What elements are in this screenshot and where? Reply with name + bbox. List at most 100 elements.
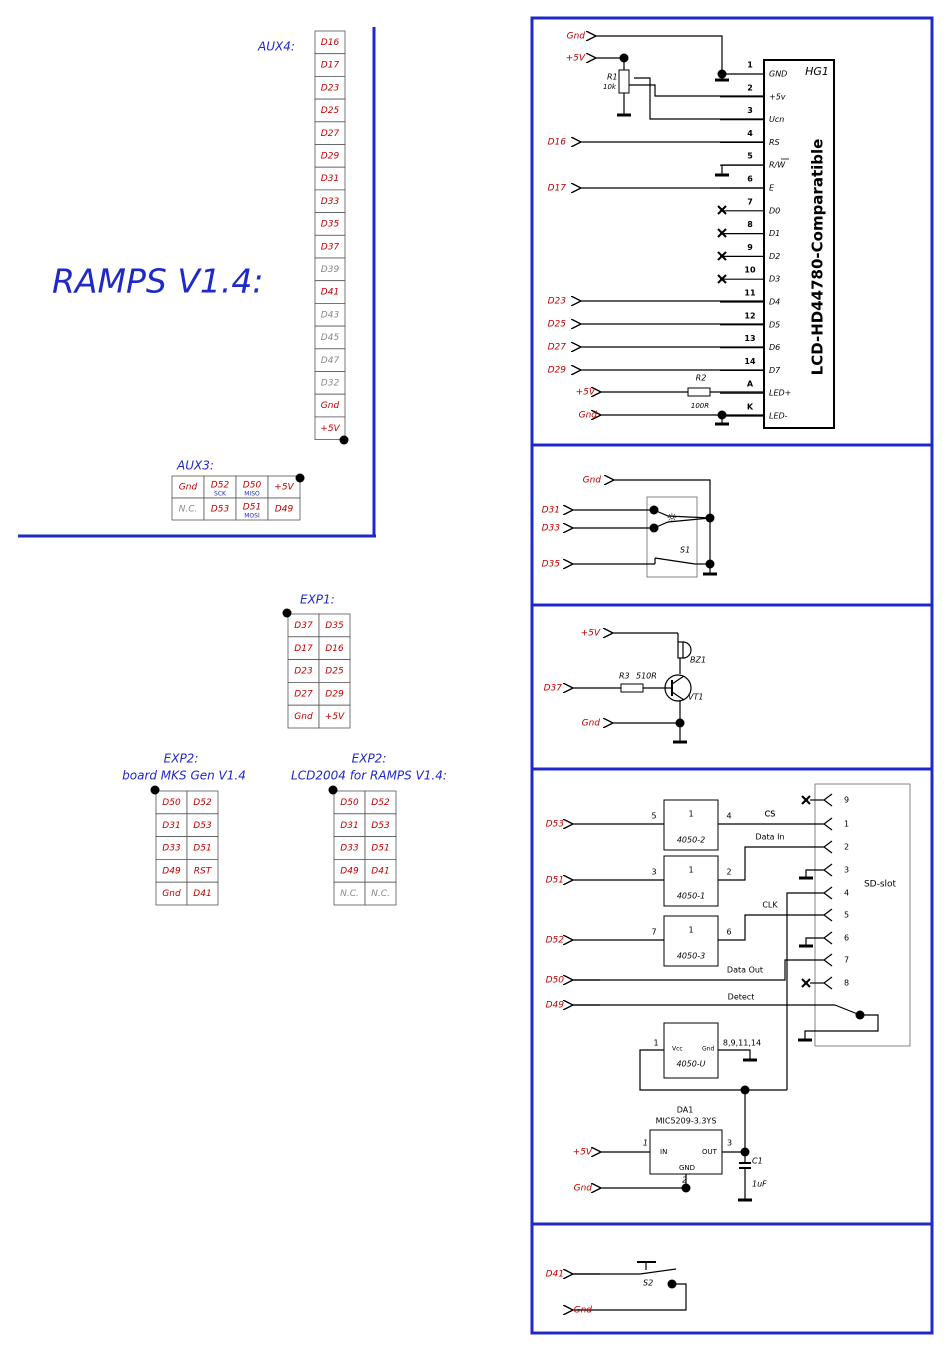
buffer-3-out-pin: 6: [726, 928, 731, 937]
exp2-mks-pin-label: D53: [193, 821, 212, 831]
sd-pin-number: 7: [844, 956, 849, 965]
lcd-pin-number: K: [747, 403, 754, 412]
exp1-pin-label: D35: [325, 621, 344, 631]
lcd-pin-function: D6: [769, 343, 780, 352]
aux3-pin-label: D49: [275, 505, 294, 515]
sd-pin-number: 3: [844, 866, 849, 875]
lcd-pin-function: Ucn: [769, 115, 784, 124]
aux4-pin1-marker: [339, 435, 349, 445]
reset-gnd-wire: [600, 1283, 687, 1311]
4050-gnd: Gnd: [702, 1046, 714, 1053]
aux3-pin-label: D53: [211, 505, 230, 515]
lcd-pin-function: R/W: [769, 161, 786, 170]
buffer-2-out-pin: 4: [726, 812, 731, 821]
buffer-2-box: [663, 799, 719, 851]
exp2-mks-pin1-marker: [150, 785, 160, 795]
no-connect-icon: [801, 978, 811, 988]
net-label: D52: [546, 936, 565, 946]
regulator-box: [649, 1129, 723, 1175]
junction-dot: [619, 53, 629, 63]
net-label: D23: [548, 297, 567, 307]
aux4-pin-label: D39: [321, 265, 340, 275]
exp1-pin-label: D23: [294, 667, 313, 677]
junction-dot: [717, 69, 727, 79]
net-label: Gnd: [574, 1306, 593, 1316]
net-label: Gnd: [583, 476, 602, 486]
net-label: D49: [546, 1001, 565, 1011]
vdd-wire: [786, 892, 824, 1090]
buffer-1-box: [663, 855, 719, 907]
lcd-pin-number: 13: [744, 334, 755, 343]
4050-vcc-pin: 1: [653, 1039, 658, 1048]
exp1-pin-label: D29: [325, 689, 344, 699]
lcd-pin-function: D5: [769, 320, 780, 329]
exp2-lcd-pin-label: D52: [371, 798, 390, 808]
buffer-2-signal: CS: [765, 810, 776, 819]
net-label: D27: [548, 343, 567, 353]
buffer-2-unit: 1: [688, 810, 693, 819]
exp2-lcd-pin-label: D50: [340, 798, 359, 808]
exp1-pin1-marker: [282, 608, 292, 618]
data-out-wire: [572, 959, 824, 981]
aux4-pin-label: D35: [321, 220, 340, 230]
buffer-1-name: 4050-1: [677, 892, 705, 901]
aux4-pin-label: D37: [321, 242, 340, 252]
data-out-signal: Data Out: [727, 966, 763, 975]
lcd-pin-number: 8: [747, 220, 753, 229]
buffer-1-signal: Data In: [755, 833, 784, 842]
net-label: D17: [548, 184, 567, 194]
net-label: +5V: [576, 388, 596, 398]
net-label: D41: [546, 1270, 564, 1280]
regulator-gnd-pin: 2: [682, 1176, 687, 1185]
lcd-pin-number: A: [747, 380, 754, 389]
wire: [721, 164, 764, 175]
aux4-pin-label: D33: [321, 197, 340, 207]
reset-wire: [572, 1268, 677, 1275]
lcd-pin-function: RS: [769, 138, 780, 147]
buffer-3-unit: 1: [688, 926, 693, 935]
aux4-pin-label: D45: [321, 333, 340, 343]
lcd-pin-number: 11: [744, 289, 756, 298]
buzzer-icon: [682, 641, 692, 659]
exp2-lcd-pin-label: D51: [371, 844, 389, 854]
ucn-wire: [634, 77, 764, 120]
net-label: D29: [548, 366, 567, 376]
exp1-pin-label: Gnd: [294, 712, 313, 722]
sd-pin-number: 9: [844, 796, 849, 805]
aux3-pin-sublabel: MOSI: [244, 513, 260, 520]
exp2-lcd-pin-label: N.C.: [371, 889, 390, 899]
regulator-part: MIC5209-3.3YS: [656, 1117, 717, 1126]
buffer-2-name: 4050-2: [677, 836, 705, 845]
wire: [805, 937, 824, 946]
lcd-pin-function: D3: [769, 275, 780, 284]
lcd-pin-number: 7: [747, 197, 753, 206]
exp2-lcd-sublabel: LCD2004 for RAMPS V1.4:: [291, 769, 447, 783]
net-label: Gnd: [579, 411, 598, 421]
no-connect-icon: [717, 251, 727, 261]
net-label: D31: [542, 506, 560, 516]
net-label: D50: [546, 976, 565, 986]
wire: [718, 1049, 751, 1060]
r2-resistor: [687, 387, 711, 397]
buffer-3-name: 4050-3: [677, 952, 705, 961]
buffer-1-out-pin: 2: [726, 868, 731, 877]
exp2-mks-sublabel: board MKS Gen V1.4: [122, 769, 246, 783]
exp1-label: EXP1:: [300, 593, 335, 607]
exp2-mks-pin-label: D52: [193, 798, 212, 808]
aux4-pin-label: D32: [321, 379, 340, 389]
exp1-pin-label: +5V: [325, 712, 345, 722]
encoder-wire: [653, 517, 711, 529]
vdd-wire: [639, 1049, 787, 1091]
schematic-frame: [530, 16, 934, 1335]
4050-gnd-pins: 8,9,11,14: [723, 1039, 761, 1048]
wire: [805, 869, 824, 878]
net-label: D16: [548, 138, 567, 148]
5v-wire: [595, 58, 764, 97]
r3-resistor: [620, 683, 644, 693]
exp1-pin-label: D27: [294, 689, 313, 699]
transistor-ref: VT1: [688, 693, 703, 702]
aux4-pin-label: D17: [321, 61, 340, 71]
exp2-lcd-pin-label: D49: [340, 866, 359, 876]
sd-pin-number: 6: [844, 934, 849, 943]
